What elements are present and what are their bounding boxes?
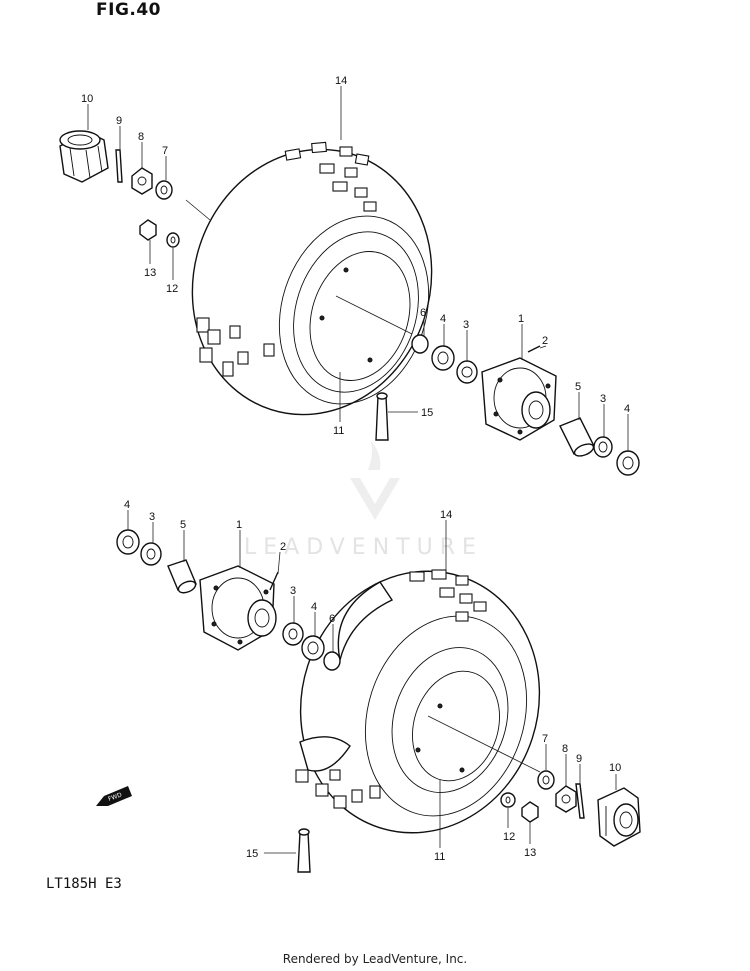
callout-top-13: 13 xyxy=(144,267,156,279)
top-washer-7 xyxy=(155,180,173,200)
top-bearing-4b xyxy=(616,450,640,476)
callout-bottom-6: 6 xyxy=(329,613,335,625)
top-wheel-hub-1 xyxy=(481,357,557,441)
top-spacer-6 xyxy=(411,334,429,354)
bottom-bearing-4b xyxy=(301,635,325,661)
callout-numbers: 14 10 9 8 7 13 12 6 4 3 1 2 5 3 4 15 11 … xyxy=(81,75,630,863)
callout-top-6: 6 xyxy=(420,307,426,319)
top-valve-stem-15 xyxy=(375,392,389,441)
bottom-valve-stem-15 xyxy=(297,828,311,873)
callout-bottom-12: 12 xyxy=(503,831,515,843)
callout-top-1: 1 xyxy=(518,313,524,325)
model-code: LT185H E3 xyxy=(46,876,122,892)
callout-bottom-5: 5 xyxy=(180,519,186,531)
callout-bottom-2: 2 xyxy=(280,541,286,553)
callout-top-14: 14 xyxy=(335,75,347,87)
top-seal-3 xyxy=(456,360,478,384)
watermark-text: LEADVENTURE xyxy=(244,535,483,560)
leader-lines xyxy=(87,86,629,854)
footer-credit: Rendered by LeadVenture, Inc. xyxy=(282,952,468,966)
callout-bottom-3b: 3 xyxy=(290,585,296,597)
callout-top-2: 2 xyxy=(542,335,548,347)
bottom-bearing-4 xyxy=(116,529,140,555)
callout-bottom-10: 10 xyxy=(609,762,621,774)
callout-top-7: 7 xyxy=(162,145,168,157)
callout-top-15: 15 xyxy=(421,407,433,419)
callout-bottom-15: 15 xyxy=(246,848,258,860)
bottom-spacer-6 xyxy=(323,651,341,671)
bottom-spacer-sleeve-5 xyxy=(167,559,197,594)
top-seal-3b xyxy=(593,436,613,458)
callout-top-4b: 4 xyxy=(624,403,630,415)
callout-top-4: 4 xyxy=(440,313,446,325)
callout-top-12: 12 xyxy=(166,283,178,295)
bottom-tire-tread xyxy=(295,569,487,809)
callout-top-5: 5 xyxy=(575,381,581,393)
top-spacer-sleeve-5 xyxy=(559,417,595,457)
callout-bottom-9: 9 xyxy=(576,753,582,765)
bottom-axle-nut-10 xyxy=(597,787,641,847)
top-axle-nut-10 xyxy=(59,130,109,183)
top-cotter-pin-9 xyxy=(115,149,123,183)
top-tire-tread xyxy=(196,141,377,377)
fwd-arrow-icon: FWD xyxy=(96,786,132,806)
callout-bottom-7: 7 xyxy=(542,733,548,745)
callout-bottom-4: 4 xyxy=(124,499,130,511)
callout-top-9: 9 xyxy=(116,115,122,127)
top-tire xyxy=(191,148,433,416)
bottom-seal-3b xyxy=(282,622,304,646)
callout-top-3b: 3 xyxy=(600,393,606,405)
bottom-castle-nut-8 xyxy=(555,785,577,813)
top-hub-stud-2 xyxy=(527,345,541,353)
callout-top-8: 8 xyxy=(138,131,144,143)
top-washer-12 xyxy=(166,232,180,248)
callout-bottom-11: 11 xyxy=(434,851,445,863)
top-castle-nut-8 xyxy=(131,167,153,195)
fwd-label: FWD xyxy=(107,791,123,802)
bottom-washer-12 xyxy=(500,792,516,808)
callout-top-11: 11 xyxy=(333,425,344,437)
bottom-seal-3 xyxy=(140,542,162,566)
callout-bottom-8: 8 xyxy=(562,743,568,755)
bottom-wheel-hub-1 xyxy=(199,565,277,651)
top-wheel-nut-13 xyxy=(139,219,157,241)
callout-bottom-3: 3 xyxy=(149,511,155,523)
top-bearing-4 xyxy=(431,345,455,371)
bottom-wheel-nut-13 xyxy=(521,801,539,823)
bottom-hub-stud-2 xyxy=(269,571,279,591)
bottom-cotter-pin-9 xyxy=(575,783,585,819)
watermark-logo xyxy=(350,440,400,520)
callout-top-10: 10 xyxy=(81,93,93,105)
callout-bottom-1: 1 xyxy=(236,519,242,531)
bottom-tire xyxy=(299,570,541,834)
bottom-washer-7 xyxy=(537,770,555,790)
callout-top-3: 3 xyxy=(463,319,469,331)
figure-title: FIG.40 xyxy=(96,0,162,20)
callout-bottom-4b: 4 xyxy=(311,601,317,613)
callout-bottom-13: 13 xyxy=(524,847,536,859)
callout-bottom-14: 14 xyxy=(440,509,452,521)
